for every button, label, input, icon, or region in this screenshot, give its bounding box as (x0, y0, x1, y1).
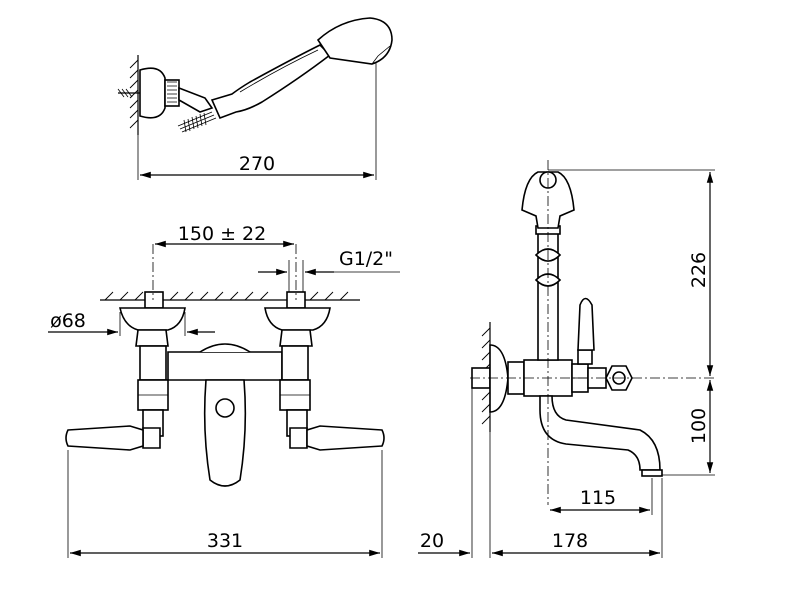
dim-thread: G1/2" (339, 248, 393, 270)
handshower-view: 270 (117, 17, 393, 180)
handshower-head (316, 17, 393, 65)
dim-wall-offset: 20 (420, 530, 444, 552)
dim-center-distance: 150 ± 22 (178, 223, 266, 245)
mixer-body (167, 351, 283, 381)
dim-height-above-axis: 226 (688, 252, 710, 288)
dim-handshower-length: 270 (239, 153, 275, 175)
right-lever (306, 425, 385, 451)
side-lever (577, 297, 595, 351)
dim-spout-projection: 178 (552, 530, 588, 552)
dim-spout-reach: 115 (580, 487, 616, 509)
wall-hatch-front (104, 291, 349, 301)
wall-hatch-top (129, 59, 139, 129)
wall-bracket (139, 67, 166, 119)
spout-side (539, 395, 661, 471)
front-view: 150 ± 22 G1/2" ø68 331 (48, 223, 400, 558)
dim-spout-height: 100 (688, 408, 710, 444)
side-view: 226 100 115 178 20 (418, 160, 715, 558)
diverter-knob (215, 398, 235, 418)
hose-icon (177, 111, 217, 133)
right-flange (264, 307, 331, 331)
left-lever (65, 425, 144, 451)
left-flange (119, 307, 186, 331)
dim-overall-width: 331 (207, 530, 243, 552)
spout-front (203, 379, 247, 487)
handshower-handle (210, 44, 332, 120)
dim-diameter: ø68 (50, 310, 86, 332)
